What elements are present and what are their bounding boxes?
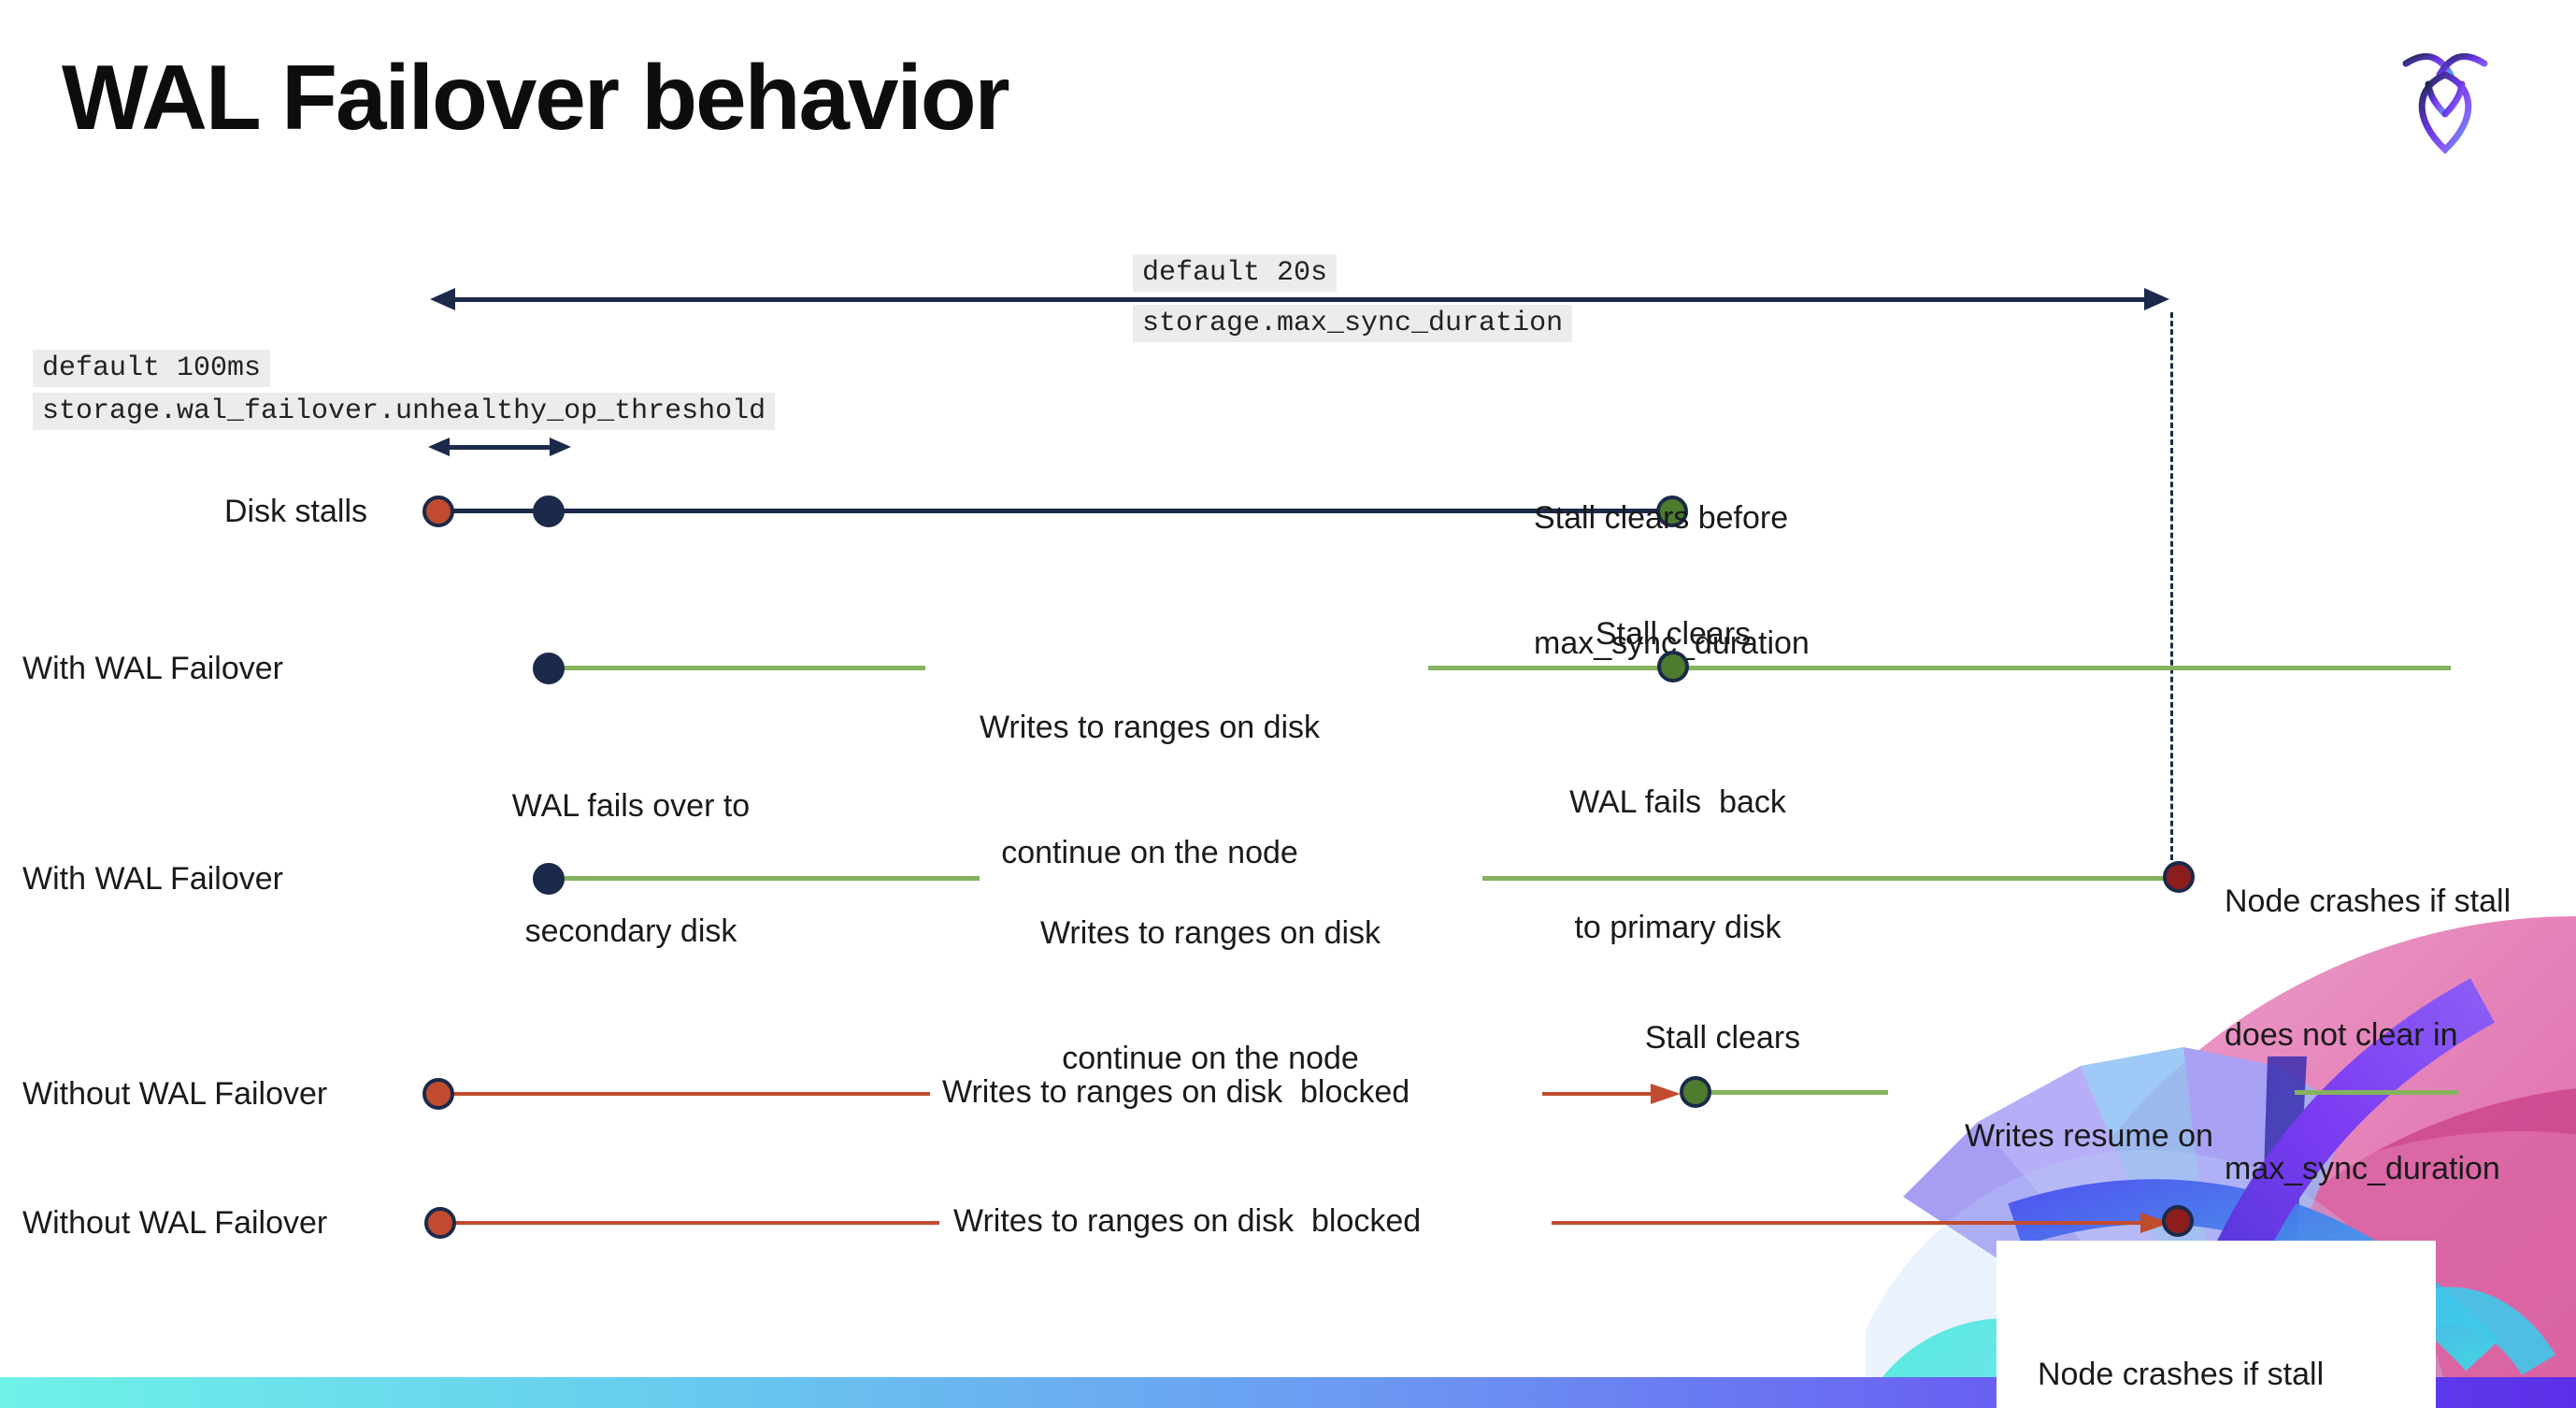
failback-dot	[1657, 651, 1689, 682]
row-label-without-wal-2: Without WAL Failover	[22, 1205, 328, 1241]
max-sync-setting-label: storage.max_sync_duration	[1133, 305, 1573, 342]
without-wal-1-blocked-note: Writes to ranges on disk blocked	[942, 1074, 1410, 1110]
disk-stalls-timeline	[438, 509, 1672, 513]
stall-start-dot-3	[424, 1207, 456, 1239]
without-wal-2-seg1	[455, 1221, 939, 1225]
unhealthy-default-label: default 100ms	[33, 350, 271, 387]
with-wal-1-seg3	[1688, 666, 2451, 670]
writes-line1: Writes to ranges on disk	[1039, 914, 1381, 951]
with-wal-1-seg1	[561, 666, 925, 670]
threshold-dot	[533, 496, 565, 527]
with-wal-2-writes-note: Writes to ranges on disk continue on the…	[991, 828, 1430, 1164]
stall-clears-before-note: Stall clears before max_sync_duration	[1534, 413, 1810, 749]
max-sync-arrowhead-right	[2144, 288, 2169, 310]
crash-line1: Node crashes if stall	[2038, 1357, 2325, 1392]
failback-line1: WAL fails back	[1569, 783, 1786, 820]
unhealthy-threshold-arrow-line	[443, 445, 551, 450]
max-sync-default-label: default 20s	[1133, 254, 1338, 292]
without-wal-1-seg3	[1710, 1090, 1888, 1095]
writes-line2: continue on the node	[1001, 835, 1298, 871]
row-label-disk-stalls: Disk stalls	[224, 494, 368, 529]
without-wal-1-seg2	[1542, 1092, 1651, 1096]
writes-line2: continue on the node	[1062, 1041, 1359, 1077]
node-crash-note-right: Node crashes if stall does not clear in …	[2225, 791, 2511, 1281]
failover-dot-2	[533, 863, 565, 895]
stall-clears-dot-2	[1680, 1076, 1711, 1108]
stall-start-dot	[422, 496, 454, 527]
failback-note: WAL fails back to primary disk	[1533, 697, 1823, 1033]
blocked-arrowhead-1	[1651, 1084, 1681, 1104]
row-label-without-wal-1: Without WAL Failover	[22, 1076, 328, 1112]
with-wal-1-seg2	[1428, 666, 1660, 670]
resume-line1: Writes resume on	[1965, 1117, 2213, 1154]
note-line1: Stall clears before	[1534, 499, 1789, 536]
with-wal-1-writes-note: Writes to ranges on disk continue on the…	[935, 623, 1365, 958]
stall-clears-dot	[1656, 496, 1688, 527]
max-sync-duration-arrow-line	[454, 297, 2146, 302]
max-sync-arrowhead-left	[430, 288, 455, 310]
page-title: WAL Failover behavior	[62, 46, 1010, 149]
row-label-with-wal-1: With WAL Failover	[22, 651, 283, 686]
failover-line2: secondary disk	[524, 913, 737, 950]
crash-line2: does not clear in	[2225, 1016, 2458, 1053]
crash-line3: max_sync_duration	[2225, 1150, 2500, 1186]
writes-line1: Writes to ranges on disk	[979, 709, 1321, 745]
node-crash-dot-2	[2162, 1205, 2194, 1237]
without-wal-1-stall-clears: Stall clears	[1644, 1020, 1801, 1056]
failback-line2: to primary disk	[1574, 910, 1782, 946]
row-label-with-wal-2: With WAL Failover	[22, 861, 283, 897]
failover-note: WAL fails over to secondary disk	[486, 701, 776, 1037]
without-wal-2-seg2	[1552, 1221, 2140, 1225]
cockroach-logo-icon	[2402, 52, 2488, 154]
failover-line1: WAL fails over to	[511, 787, 751, 824]
failover-dot-1	[533, 653, 565, 684]
crash-label-box: Node crashes if stall does not clear in …	[1996, 1241, 2436, 1408]
crash-box-text: Node crashes if stall does not clear in …	[2038, 1265, 2324, 1408]
without-wal-1-seg1	[453, 1092, 930, 1096]
with-wal-2-seg2	[1482, 876, 2165, 881]
crash-line1: Node crashes if stall	[2225, 884, 2512, 920]
unhealthy-arrowhead-right	[550, 438, 571, 456]
without-wal-1-seg4	[2295, 1090, 2458, 1095]
with-wal-2-seg1	[561, 876, 980, 881]
unhealthy-arrowhead-left	[428, 438, 450, 456]
stall-start-dot-2	[422, 1078, 454, 1110]
node-crash-dot-1	[2163, 861, 2195, 893]
with-wal-1-stall-clears: Stall clears	[1595, 616, 1752, 652]
unhealthy-setting-label: storage.wal_failover.unhealthy_op_thresh…	[33, 393, 776, 430]
without-wal-2-blocked-note: Writes to ranges on disk blocked	[953, 1203, 1422, 1239]
max-sync-deadline-dashed-line	[2170, 312, 2173, 860]
